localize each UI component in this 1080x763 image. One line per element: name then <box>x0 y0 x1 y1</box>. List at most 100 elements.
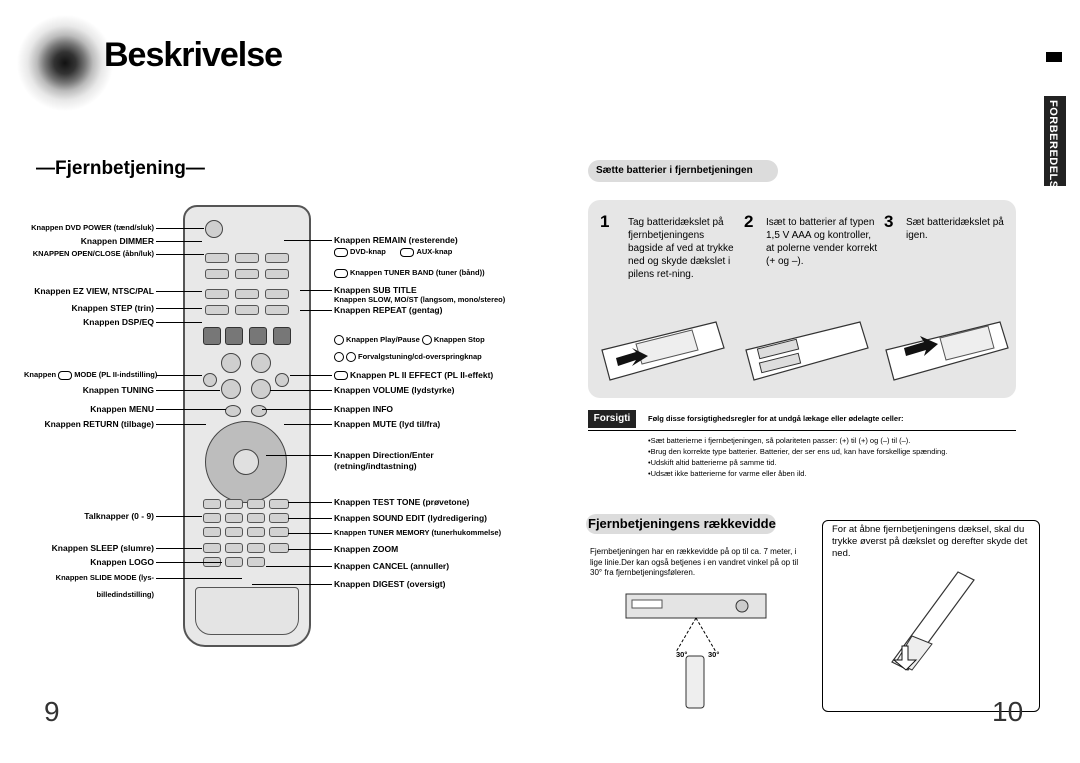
tuning-down-button <box>221 379 241 399</box>
remote-button <box>269 513 289 523</box>
angle-left: 30° <box>676 650 688 659</box>
caution-bullet: •Sæt batterierne i fjernbetjeningen, så … <box>648 436 911 445</box>
remote-button <box>205 305 229 315</box>
remote-button <box>269 499 289 509</box>
step-text: Sæt batteridækslet på igen. <box>906 217 1004 241</box>
caution-title: Følg disse forsigtighedsregler for at un… <box>648 414 904 423</box>
remote-button <box>247 499 265 509</box>
remote-button <box>205 289 229 299</box>
open-cover-box <box>822 520 1040 712</box>
remote-button <box>203 327 221 345</box>
label-sleep: Knappen SLEEP (slumre) <box>51 543 154 553</box>
leader-line <box>156 308 202 309</box>
remote-button <box>225 557 243 567</box>
leader-line <box>284 240 332 241</box>
label-dsp-eq: Knappen DSP/EQ <box>83 317 154 327</box>
leader-line <box>288 502 332 503</box>
label-tuner-memory: Knappen TUNER MEMORY (tunerhukommelse) <box>334 528 502 537</box>
remote-button <box>249 327 267 345</box>
label-aux: AUX-knap <box>416 247 453 256</box>
remote-button <box>235 305 259 315</box>
skip-back-icon <box>334 352 344 363</box>
label-return: Knappen RETURN (tilbage) <box>44 419 154 429</box>
label-tuning: Knappen TUNING <box>82 385 154 395</box>
label-step: Knappen STEP (trin) <box>71 303 155 313</box>
remote-button <box>247 513 265 523</box>
dolby-icon <box>58 370 73 380</box>
remote-button <box>203 543 221 553</box>
volume-down-button <box>251 379 271 399</box>
leader-line <box>284 424 332 425</box>
caution-bullet: •Udskift altid batterierne på samme tid. <box>648 458 777 467</box>
info-button <box>251 405 267 417</box>
section-title: —Fjernbetjening— <box>36 158 205 179</box>
remote-button <box>205 269 229 279</box>
leader-line <box>300 290 332 291</box>
remote-button <box>225 543 243 553</box>
label-remain: Knappen REMAIN (resterende) <box>334 235 458 245</box>
remote-button <box>247 543 265 553</box>
label-dvd-aux: DVD-knap AUX-knap <box>334 247 452 257</box>
label-zoom: Knappen ZOOM <box>334 544 399 554</box>
menu-button <box>225 405 241 417</box>
range-illustration <box>625 593 767 709</box>
batteries-heading: Sætte batterier i fjernbetjeningen <box>588 160 778 182</box>
remote-button <box>225 499 243 509</box>
leader-line <box>300 310 332 311</box>
label-tuner-band-text: Knappen TUNER BAND (tuner (bånd)) <box>350 268 485 277</box>
side-tab-label: FORBEREDELSE <box>1047 100 1059 197</box>
step-number: 2 <box>744 212 754 231</box>
label-preset-text: Forvalgstuning/cd-overspringknap <box>358 352 482 361</box>
range-text: Fjernbetjeningen har en rækkevidde på op… <box>590 547 799 577</box>
aux-button-icon <box>400 247 415 257</box>
label-mode: Knappen MODE (PL II-indstilling) <box>24 370 157 380</box>
label-direction: Knappen Direction/Enter <box>334 450 434 460</box>
step-number: 1 <box>600 212 610 231</box>
battery-cover-replace-illustration <box>885 321 1009 381</box>
leader-line <box>156 424 206 425</box>
label-repeat: Knappen REPEAT (gentag) <box>334 305 443 315</box>
leader-line <box>156 409 226 410</box>
caution-bullet: •Udsæt ikke batterierne for varme eller … <box>648 469 807 478</box>
leader-line <box>288 518 332 519</box>
label-preset: Forvalgstuning/cd-overspringknap <box>334 352 482 363</box>
label-slide-mode-cont: billedindstilling) <box>96 590 155 599</box>
remote-button <box>203 527 221 537</box>
decorative-swirl <box>10 8 120 118</box>
label-test-tone: Knappen TEST TONE (prøvetone) <box>334 497 470 507</box>
label-menu: Knappen MENU <box>90 404 154 414</box>
label-direction-cont: (retning/indtastning) <box>334 461 417 471</box>
label-volume: Knappen VOLUME (lydstyrke) <box>334 385 455 395</box>
leader-line <box>288 549 332 550</box>
remote-button <box>235 289 259 299</box>
remote-button <box>265 269 289 279</box>
remote-button <box>203 499 221 509</box>
batteries-heading-text: Sætte batterier i fjernbetjeningen <box>596 165 753 176</box>
leader-line <box>156 562 222 563</box>
side-tab: FORBEREDELSE <box>1044 96 1066 196</box>
enter-button <box>233 449 259 475</box>
caution-bullet: •Brug den korrekte type batterier. Batte… <box>648 447 948 456</box>
label-dvd-power: Knappen DVD POWER (tænd/sluk) <box>31 223 154 232</box>
leader-line <box>156 254 204 255</box>
remote-button <box>265 289 289 299</box>
remote-button <box>247 527 265 537</box>
remote-button <box>247 557 265 567</box>
leader-line <box>270 390 332 391</box>
section-marker <box>1046 52 1062 62</box>
remote-button <box>269 543 289 553</box>
label-pl2-effect: Knappen PL II EFFECT (PL II-effekt) <box>334 370 493 381</box>
tuning-up-button <box>221 353 241 373</box>
volume-up-button <box>251 353 271 373</box>
label-mute: Knappen MUTE (lyd til/fra) <box>334 419 441 429</box>
step-text: Isæt to batterier af typen 1,5 V AAA og … <box>766 217 878 267</box>
remote-button <box>203 513 221 523</box>
remote-button <box>265 253 289 263</box>
label-open-close: KNAPPEN OPEN/CLOSE (åbn/luk) <box>32 249 154 258</box>
dolby-icon <box>334 371 348 381</box>
page-number-left: 9 <box>44 696 60 727</box>
leader-line <box>266 455 332 456</box>
remote-control-illustration <box>183 205 311 647</box>
label-slide-mode: Knappen SLIDE MODE (lys- <box>55 573 154 582</box>
range-heading: Fjernbetjeningens rækkevidde <box>588 516 776 531</box>
